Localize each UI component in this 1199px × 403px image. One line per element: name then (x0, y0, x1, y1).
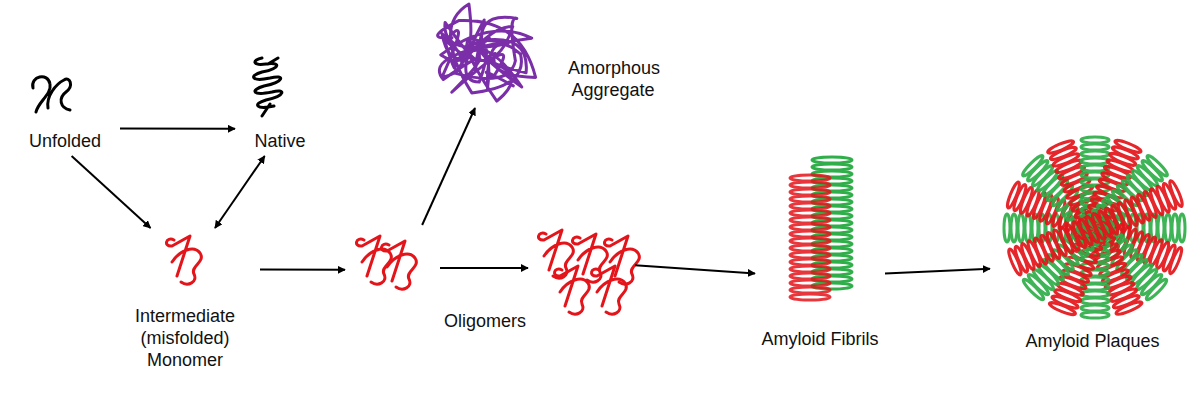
amorphous-tangle (438, 4, 536, 101)
process-arrow (885, 269, 990, 274)
oligomer-monomer (591, 266, 626, 314)
coil-rod (790, 175, 830, 300)
process-arrow (635, 265, 755, 273)
process-arrow (120, 127, 235, 129)
tangle-strand (438, 4, 536, 101)
native-fold (254, 58, 282, 116)
stage-node: Amorphous Aggregate (410, 2, 660, 108)
coil-rod (1021, 154, 1169, 302)
dimer-monomer (381, 241, 416, 289)
stage-label: Intermediate (misfolded) Monomer (110, 305, 260, 371)
misfolded-monomer (166, 236, 201, 284)
unfolded-chain (33, 77, 71, 112)
stage-label: Native (235, 130, 325, 152)
oligomer-monomer (604, 236, 639, 284)
coil-rod (1048, 138, 1142, 316)
stage-node: Intermediate (misfolded) Monomer (110, 228, 260, 388)
stage-node: Native (235, 50, 325, 156)
process-arrow (440, 267, 528, 269)
stage-label: Unfolded (10, 130, 120, 152)
stage-label: Amyloid Fibrils (755, 328, 885, 350)
coil-rod (1007, 180, 1185, 276)
process-arrow (215, 156, 265, 228)
coil-rod (1005, 181, 1183, 275)
process-arrow (260, 269, 345, 271)
stage-node: Unfolded (10, 70, 120, 156)
stage-node: Oligomers (345, 225, 635, 340)
plaque-coils (1004, 137, 1185, 318)
oligomer-monomer (554, 266, 589, 314)
stage-label: Oligomers (430, 310, 540, 332)
stage-label: Amyloid Plaques (990, 330, 1195, 352)
fibril-coils (790, 157, 852, 300)
stage-node: Amyloid Plaques (990, 125, 1195, 356)
coil-rod (1047, 139, 1143, 317)
coil-rod (1021, 154, 1169, 302)
stage-node: Amyloid Fibrils (755, 150, 885, 354)
process-arrow (422, 108, 475, 225)
stage-label: Amorphous Aggregate (568, 57, 658, 101)
process-arrow (72, 156, 151, 228)
